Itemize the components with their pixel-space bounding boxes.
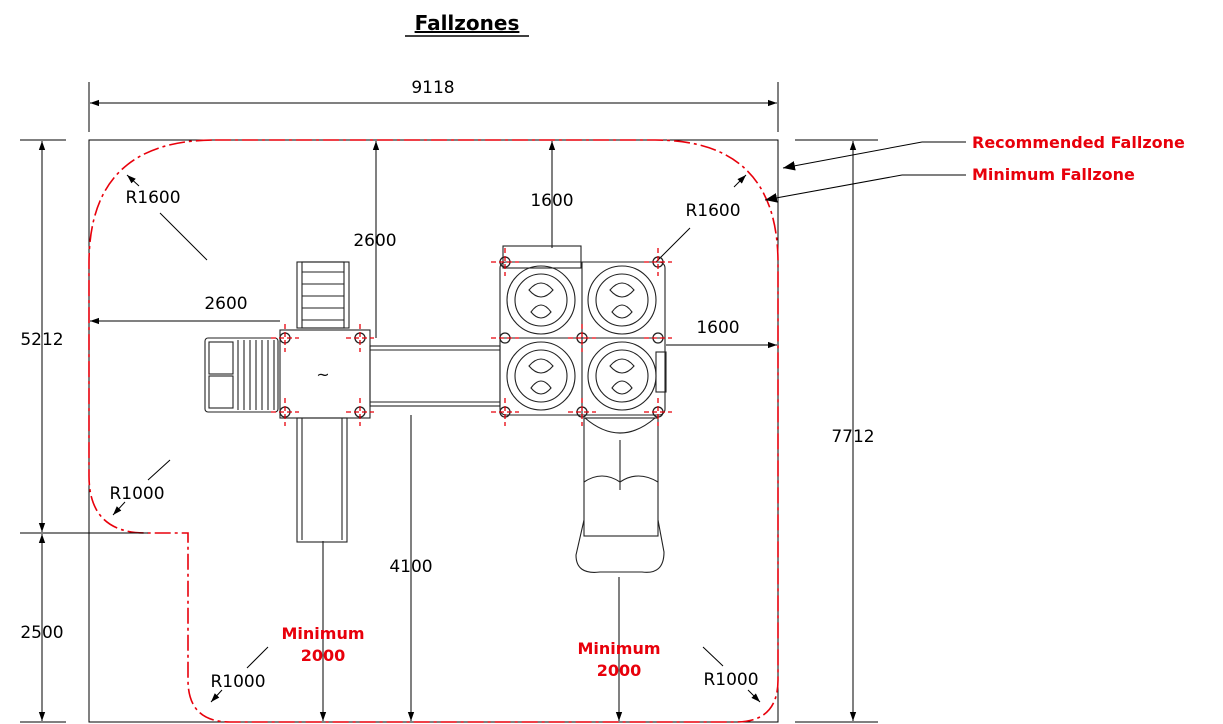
dim-left-clearance: 2600 — [204, 294, 247, 314]
minimum-right-label: Minimum — [577, 639, 660, 658]
leader-radius-bottom-right — [702, 646, 724, 667]
play-equipment: ~ — [204, 245, 672, 573]
post-marker — [271, 324, 299, 352]
svg-text:~: ~ — [316, 365, 329, 384]
minimum-left-label: Minimum — [281, 624, 364, 643]
post-marker — [644, 332, 672, 344]
post-marker — [271, 398, 299, 426]
post-marker — [346, 398, 374, 426]
dim-overall-width: 9118 — [411, 78, 454, 98]
left-deck: ~ — [279, 329, 371, 419]
post-marker — [491, 248, 519, 276]
leader-radius-inner — [147, 459, 171, 481]
post-markers — [271, 248, 672, 426]
post-marker — [491, 332, 519, 344]
right-tower — [499, 245, 667, 416]
dim-top-clearance-right: 1600 — [530, 191, 573, 211]
dim-right-clearance: 1600 — [696, 318, 739, 338]
dim-overall-height: 7712 — [831, 427, 874, 447]
post-marker — [644, 398, 672, 426]
leader-radius-top-right — [655, 227, 691, 263]
dim-top-clearance-left: 2600 — [353, 231, 396, 251]
post-marker — [491, 398, 519, 426]
post-marker — [346, 324, 374, 352]
page-title: Fallzones — [415, 11, 520, 35]
post-marker — [644, 248, 672, 276]
dim-lower-height: 2500 — [20, 623, 63, 643]
leader-radius-bottom-left — [246, 646, 269, 669]
leader-radius-inner-arrow — [112, 501, 126, 516]
radius-top-right: R1600 — [685, 201, 740, 221]
ladder — [296, 261, 350, 329]
dim-upper-height: 5212 — [20, 330, 63, 350]
dim-mid-clearance: 4100 — [389, 557, 432, 577]
leader-radius-bottom-left-arrow — [210, 689, 223, 703]
left-roof-module — [204, 337, 279, 413]
legend-minimum-leader — [764, 174, 903, 203]
leader-radius-top-left — [159, 212, 208, 261]
leader-radius-top-left-arrow — [126, 174, 140, 187]
left-slide — [296, 417, 348, 543]
radius-bottom-left: R1000 — [210, 672, 265, 692]
right-slide — [575, 417, 665, 573]
minimum-right-value: 2000 — [597, 661, 642, 680]
leader-radius-bottom-right-arrow — [747, 689, 761, 703]
legend-minimum-label: Minimum Fallzone — [972, 165, 1135, 184]
bridge — [369, 345, 501, 407]
leader-radius-top-right-arrow — [733, 174, 747, 188]
recommended-fallzone-outline — [88, 139, 779, 723]
minimum-left-value: 2000 — [301, 646, 346, 665]
legend-recommended-leader — [782, 141, 923, 171]
post-marker — [568, 324, 596, 352]
radius-top-left: R1600 — [125, 188, 180, 208]
radius-inner-corner: R1000 — [109, 484, 164, 504]
legend-recommended-label: Recommended Fallzone — [972, 133, 1185, 152]
radius-bottom-right: R1000 — [703, 670, 758, 690]
minimum-fallzone-outline — [88, 139, 779, 723]
post-marker — [568, 398, 596, 426]
